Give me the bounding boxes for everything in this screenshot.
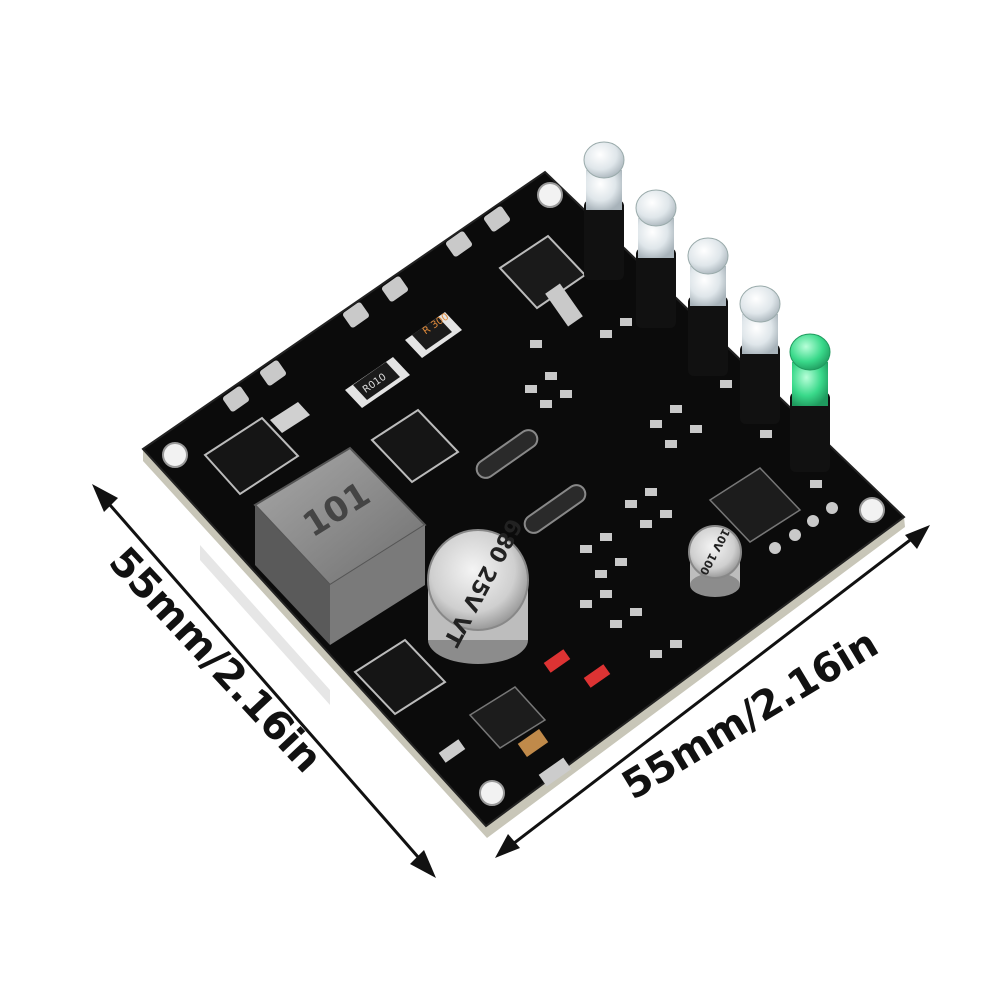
mosfet-left-lower bbox=[353, 638, 447, 716]
mosfet-left-upper bbox=[203, 402, 310, 496]
capacitor-small: 10V 100 bbox=[688, 525, 742, 597]
capacitor-large: 680 25V VT bbox=[427, 514, 529, 664]
mosfet-center bbox=[370, 408, 460, 484]
led-2 bbox=[635, 189, 677, 328]
ic-lower bbox=[468, 686, 547, 749]
led-5-green bbox=[789, 333, 831, 472]
dimension-arrow-left bbox=[92, 484, 436, 878]
led-4 bbox=[739, 285, 781, 424]
terminal-connector bbox=[200, 545, 330, 705]
dimension-arrow-right bbox=[495, 525, 930, 858]
mounting-holes bbox=[162, 182, 885, 806]
led-3 bbox=[687, 237, 729, 376]
resistor-r300: R 300 bbox=[405, 311, 462, 358]
resistor-r010: R010 bbox=[345, 357, 410, 408]
smd-components bbox=[525, 318, 822, 658]
led-1 bbox=[583, 141, 625, 280]
oscillators bbox=[475, 429, 587, 534]
diodes bbox=[438, 649, 611, 787]
ic-chip bbox=[708, 467, 802, 543]
terminal-pads bbox=[223, 206, 510, 412]
indicator-dots bbox=[769, 502, 838, 554]
inductor: 101 bbox=[253, 446, 427, 645]
